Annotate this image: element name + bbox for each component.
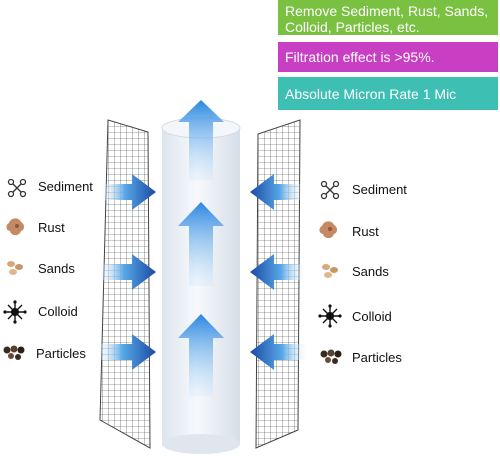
colloid-icon [3,300,27,324]
rust-icon [319,221,337,239]
left-label-sands: Sands [38,261,75,276]
left-arrow-1 [100,174,156,210]
right-inflow-arrows [250,174,308,370]
left-mesh-screen [99,119,151,449]
right-label-rust: Rust [352,224,379,239]
sediment-icon [7,178,27,198]
rust-icon [6,218,24,236]
upward-flow-arrows [178,100,224,396]
feature-banner-remove: Remove Sediment, Rust, Sands, Colloid, P… [278,0,498,35]
colloid-icon [318,304,342,328]
sands-icon [322,264,338,278]
right-label-colloid: Colloid [352,309,392,324]
up-arrow-bottom [178,314,224,396]
particles-icon [320,349,342,364]
right-label-sediment: Sediment [352,182,407,197]
left-label-particles: Particles [36,346,86,361]
left-arrow-2 [98,254,156,290]
left-inflow-arrows [96,174,156,370]
right-arrow-2 [250,254,306,290]
sediment-icon [320,180,340,200]
left-arrow-3 [96,334,156,370]
particles-icon [3,345,25,360]
feature-banner-micron: Absolute Micron Rate 1 Mic [278,77,498,110]
right-arrow-3 [250,334,308,370]
left-label-rust: Rust [38,220,65,235]
feature-banner-filtration: Filtration effect is >95%. [278,42,498,72]
right-icons [318,180,342,364]
up-arrow-middle [178,202,224,286]
left-label-colloid: Colloid [38,304,78,319]
right-arrow-1 [250,174,304,210]
right-label-particles: Particles [352,350,402,365]
left-label-sediment: Sediment [38,179,93,194]
right-label-sands: Sands [352,264,389,279]
left-icons [3,178,27,360]
right-mesh-screen [255,119,301,449]
sands-icon [7,261,23,275]
up-arrow-top [178,100,224,180]
